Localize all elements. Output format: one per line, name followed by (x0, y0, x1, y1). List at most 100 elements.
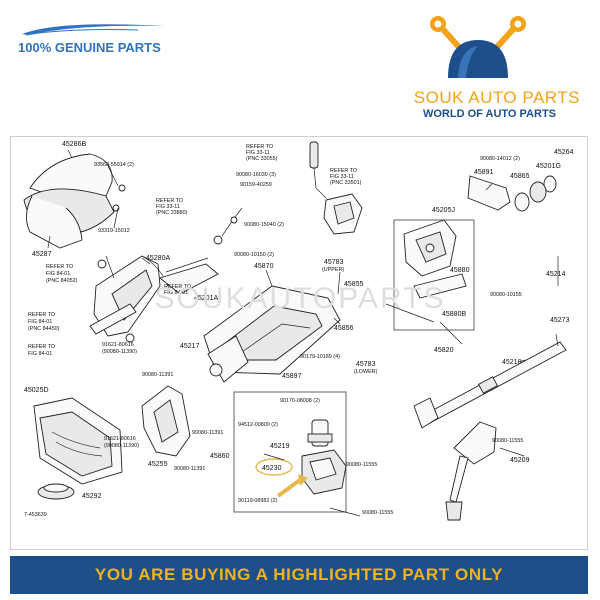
label-45783-upper: 45783 (324, 259, 344, 266)
label-45273: 45273 (550, 317, 570, 324)
label-90170-08008: 90170-08008 (2) (280, 398, 320, 404)
steering-shaft-45209-drawing (445, 421, 497, 521)
bracket-45891-drawing (467, 175, 511, 211)
joint-45219-drawing (307, 419, 333, 447)
label-45880b: 45880B (442, 311, 466, 318)
refer-pnc-text: (PNC 33501) (330, 180, 362, 186)
brand-tagline: WORLD OF AUTO PARTS (422, 108, 556, 120)
label-lower: (LOWER) (354, 369, 378, 375)
label-90080-14012: 90080-14012 (2) (480, 156, 520, 162)
label-90080-11555: 90080-11555 (346, 462, 377, 468)
column-cover-lower-drawing (26, 195, 83, 249)
tilt-mechanism-45205j-drawing (403, 219, 457, 277)
label-45286b: 45286B (62, 141, 86, 148)
brand-name: SOUK AUTO PARTS (413, 88, 580, 107)
bracket-45255-drawing (141, 385, 191, 457)
label-90080-11391: 90080-11391 (174, 466, 205, 472)
collar-45201g-drawing (514, 175, 557, 212)
label-90080-11390: (90080-11390) (104, 443, 139, 449)
crossed-wrenches-dome-icon (430, 16, 526, 78)
refer-to-text: REFER TO (156, 198, 183, 204)
label-45214: 45214 (546, 271, 566, 278)
label-45255: 45255 (148, 461, 168, 468)
label-45856: 45856 (334, 325, 354, 332)
refer-to-text: REFER TO (246, 144, 273, 150)
label-91621-80616: 91621-80616 (102, 342, 134, 348)
shift-bracket-drawing (323, 193, 363, 235)
tilt-box (393, 219, 475, 331)
refer-fig-text: FIG 84-01 (164, 290, 188, 296)
refer-to-text: REFER TO (46, 264, 73, 270)
label-45860: 45860 (210, 453, 230, 460)
label-90080-15040: 90080-15040 (2) (244, 222, 284, 228)
column-support-45201a-drawing (159, 257, 219, 295)
label-90080-11391: 90080-11391 (192, 430, 223, 436)
label-45201a: 45201A (194, 295, 218, 302)
label-90080-11391: 90080-11391 (142, 372, 173, 378)
sub-assembly-box (233, 391, 347, 513)
grommet-45292-drawing (37, 483, 75, 500)
label-45292: 45292 (82, 493, 102, 500)
steering-column-45870-drawing (203, 285, 341, 383)
refer-pnc-text: (PNC 33055) (246, 156, 278, 162)
label-45870: 45870 (254, 263, 274, 270)
refer-fig-text: FIG 33-11 (246, 150, 270, 156)
leader-lines (47, 149, 559, 517)
label-45280a: 45280A (146, 255, 170, 262)
label-93568-55014: 93568-55014 (2) (94, 162, 134, 168)
screw-drawing (112, 204, 120, 212)
label-upper: (UPPER) (322, 267, 344, 273)
highlighted-part-banner: YOU ARE BUYING A HIGHLIGHTED PART ONLY (10, 556, 588, 594)
label-45210: 45210 (502, 359, 522, 366)
label-45209: 45209 (510, 457, 530, 464)
shift-cable-drawing (213, 207, 243, 245)
label-91621-80616: 91621-80616 (104, 436, 136, 442)
label-45264: 45264 (554, 149, 574, 156)
brand-logo (418, 14, 538, 84)
column-hole-cover-45025d-drawing (33, 397, 123, 485)
label-45219: 45219 (270, 443, 290, 450)
label-90080-10155: 90080-10155 (490, 292, 522, 298)
label-45217: 45217 (180, 343, 200, 350)
refer-fig-text: FIG 33-11 (330, 174, 354, 180)
swoosh-car-icon (22, 24, 164, 36)
refer-fig-text: FIG 84-01 (28, 351, 52, 357)
label-90119-08982: 90119-08982 (2) (238, 498, 278, 504)
label-45201g: 45201G (536, 163, 561, 170)
label-90159-40259: 90159-40259 (240, 182, 272, 188)
label-45891: 45891 (474, 169, 494, 176)
refer-fig-text: FIG 84-01 (46, 271, 70, 277)
label-45855: 45855 (344, 281, 364, 288)
diagram-frame (10, 136, 588, 550)
refer-fig-text: FIG 84-01 (28, 319, 52, 325)
genuine-parts-label: 100% GENUINE PARTS (18, 24, 164, 55)
shift-lever-drawing (309, 141, 327, 199)
label-90179-10189: 90179-10189 (4) (300, 354, 340, 360)
watermark: SOUKAUTOPARTS (154, 282, 446, 315)
refer-pnc-text: (PNC 84450) (28, 326, 60, 332)
tilt-lever-drawing (89, 303, 137, 343)
label-45230-highlighted: 45230 (262, 465, 282, 472)
steering-column-parts-diagram: 45286B 93568-55014 (2) 93319-15012 45287… (23, 141, 574, 521)
intermediate-shaft-45210-drawing (413, 341, 567, 429)
label-45820: 45820 (434, 347, 454, 354)
label-90080-16039: 90080-16039 (3) (236, 172, 276, 178)
screw-drawing (118, 184, 126, 192)
label-45865: 45865 (510, 173, 530, 180)
label-45025d: 45025D (24, 387, 49, 394)
label-45897: 45897 (282, 373, 302, 380)
label-90080-11390: (90080-11390) (102, 349, 137, 355)
refer-to-text: REFER TO (164, 284, 191, 290)
label-93319-15012: 93319-15012 (98, 228, 130, 234)
refer-pnc-text: (PNC 84052) (46, 278, 78, 284)
label-90080-11555: 90080-11555 (362, 510, 393, 516)
refer-to-text: REFER TO (28, 344, 55, 350)
label-90080-10150: 90080-10150 (2) (234, 252, 274, 258)
label-45287: 45287 (32, 251, 52, 258)
banner-text: YOU ARE BUYING A HIGHLIGHTED PART ONLY (94, 565, 504, 584)
highlighted-part-45230-drawing (255, 449, 347, 498)
label-45205j: 45205J (432, 207, 455, 214)
refer-fig-text: FIG 33-11 (156, 204, 180, 210)
label-94512-00800: 94512-00800 (2) (238, 422, 278, 428)
refer-pnc-text: (PNC 33880) (156, 210, 188, 216)
